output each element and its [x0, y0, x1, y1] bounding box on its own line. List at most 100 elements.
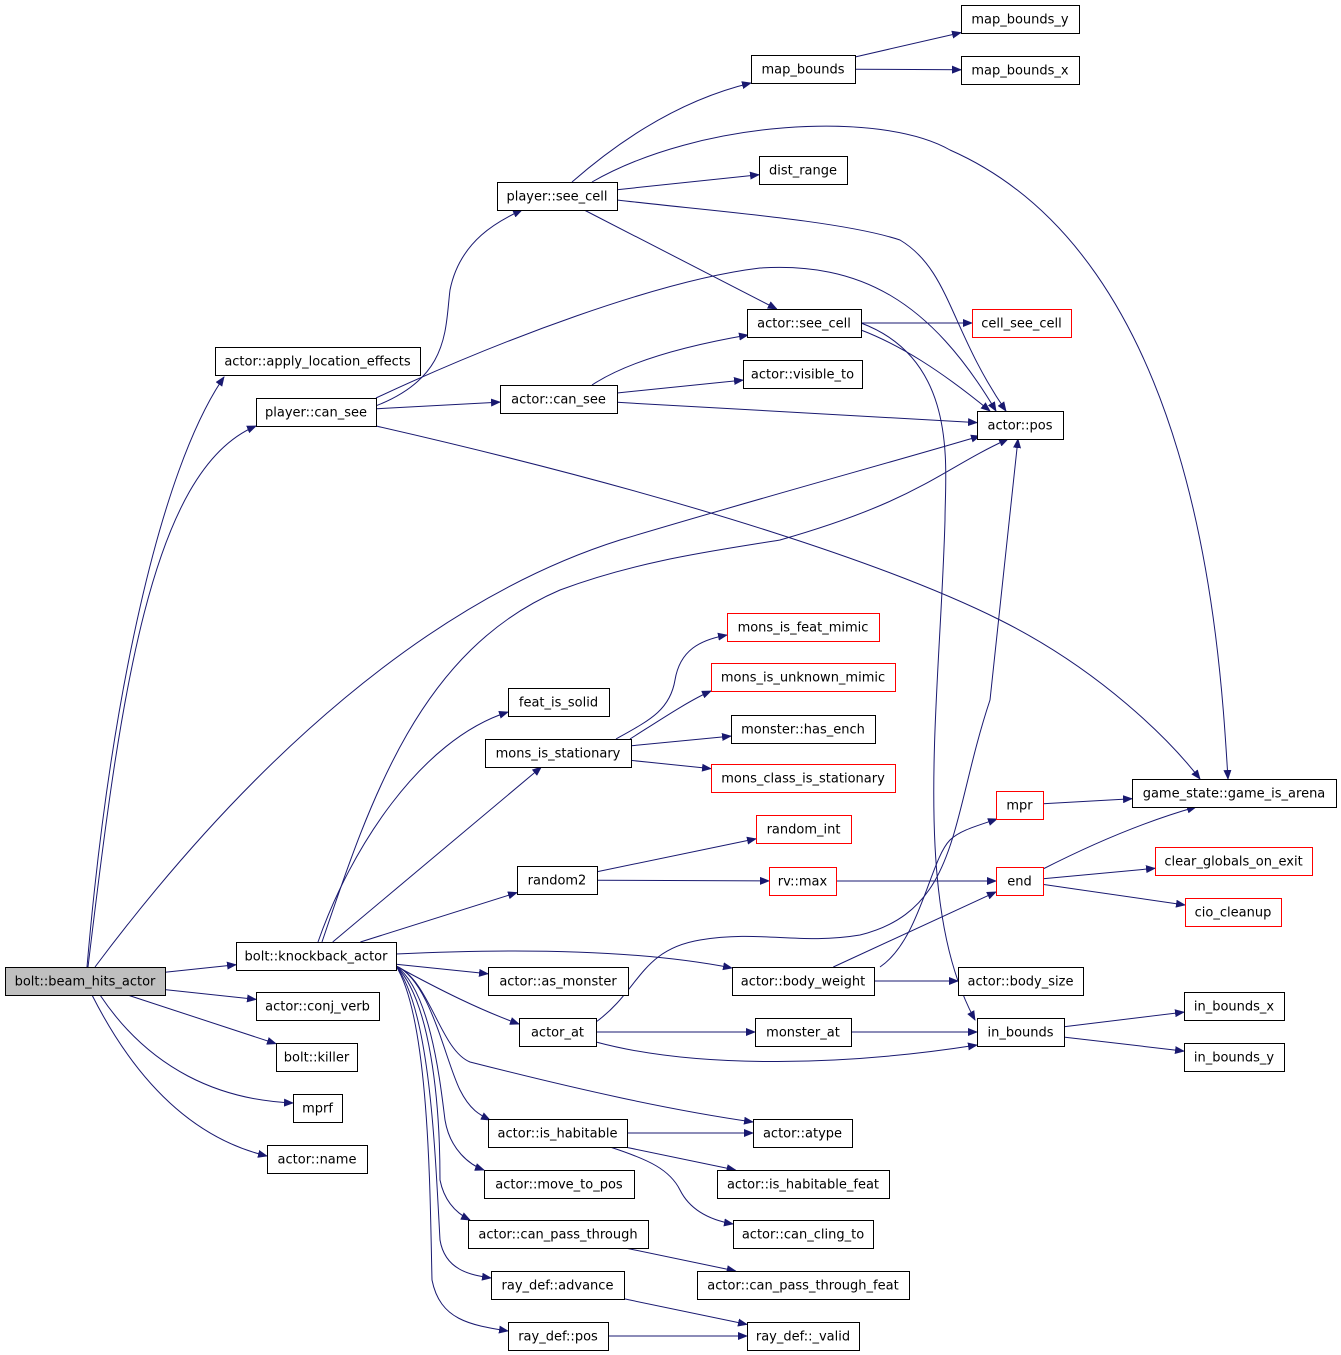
node-box[interactable]: [755, 1018, 852, 1047]
node-monster-at[interactable]: monster_at: [755, 1018, 852, 1047]
node-box[interactable]: [491, 1271, 625, 1300]
node-box[interactable]: [1155, 847, 1313, 876]
node-actor-visible-to[interactable]: actor::visible_to: [743, 360, 863, 389]
node-box[interactable]: [517, 866, 598, 895]
node-box[interactable]: [727, 613, 880, 642]
node-in-bounds-x[interactable]: in_bounds_x: [1184, 992, 1285, 1021]
node-box[interactable]: [5, 967, 166, 996]
node-map-bounds-x[interactable]: map_bounds_x: [961, 56, 1080, 85]
node-box[interactable]: [215, 347, 421, 376]
node-mprf[interactable]: mprf: [293, 1094, 343, 1123]
node-box[interactable]: [468, 1220, 649, 1249]
node-actor-body-weight[interactable]: actor::body_weight: [732, 967, 875, 996]
node-actor-atype[interactable]: actor::atype: [753, 1119, 853, 1148]
node-box[interactable]: [996, 867, 1044, 896]
node-monster-has-ench[interactable]: monster::has_ench: [731, 715, 876, 744]
node-box[interactable]: [236, 942, 397, 971]
node-box[interactable]: [267, 1145, 368, 1174]
node-random2[interactable]: random2: [517, 866, 598, 895]
node-actor-can-pass-through[interactable]: actor::can_pass_through: [468, 1220, 649, 1249]
node-box[interactable]: [977, 1018, 1065, 1047]
node-mons-is-stationary[interactable]: mons_is_stationary: [485, 739, 632, 768]
node-box[interactable]: [711, 764, 896, 793]
node-box[interactable]: [751, 55, 856, 84]
node-actor-pos[interactable]: actor::pos: [977, 411, 1064, 440]
node-game-is-arena[interactable]: game_state::game_is_arena: [1132, 779, 1337, 808]
node-box[interactable]: [756, 815, 852, 844]
node-box[interactable]: [972, 309, 1072, 338]
node-actor-move-to-pos[interactable]: actor::move_to_pos: [484, 1170, 635, 1199]
node-ray-def-valid[interactable]: ray_def::_valid: [747, 1322, 860, 1351]
node-player-can-see[interactable]: player::can_see: [256, 398, 377, 427]
node-cell-see-cell[interactable]: cell_see_cell: [972, 309, 1072, 338]
node-mpr[interactable]: mpr: [996, 791, 1044, 820]
node-box[interactable]: [488, 1119, 628, 1148]
node-box[interactable]: [732, 967, 875, 996]
node-box[interactable]: [977, 411, 1064, 440]
node-bolt-beam-hits-actor[interactable]: bolt::beam_hits_actor: [5, 967, 166, 996]
node-box[interactable]: [717, 1170, 890, 1199]
node-box[interactable]: [769, 867, 837, 896]
node-player-see-cell[interactable]: player::see_cell: [497, 182, 618, 211]
node-box[interactable]: [747, 1322, 860, 1351]
node-box[interactable]: [497, 182, 618, 211]
node-bolt-killer[interactable]: bolt::killer: [276, 1043, 358, 1072]
node-in-bounds[interactable]: in_bounds: [977, 1018, 1065, 1047]
node-ray-def-advance[interactable]: ray_def::advance: [491, 1271, 625, 1300]
node-map-bounds[interactable]: map_bounds: [751, 55, 856, 84]
node-ray-def-pos[interactable]: ray_def::pos: [508, 1322, 609, 1351]
node-actor-can-see[interactable]: actor::can_see: [500, 385, 618, 414]
node-map-bounds-y[interactable]: map_bounds_y: [961, 5, 1080, 34]
node-clear-globals-on-exit[interactable]: clear_globals_on_exit: [1155, 847, 1313, 876]
node-actor-see-cell[interactable]: actor::see_cell: [747, 309, 862, 338]
node-box[interactable]: [961, 5, 1080, 34]
node-box[interactable]: [747, 309, 862, 338]
node-actor-at[interactable]: actor_at: [519, 1018, 597, 1047]
node-box[interactable]: [1132, 779, 1337, 808]
node-box[interactable]: [733, 1220, 874, 1249]
node-bolt-knockback-actor[interactable]: bolt::knockback_actor: [236, 942, 397, 971]
node-rv-max[interactable]: rv::max: [769, 867, 837, 896]
node-box[interactable]: [996, 791, 1044, 820]
node-mons-is-unknown-mimic[interactable]: mons_is_unknown_mimic: [711, 663, 896, 692]
node-box[interactable]: [697, 1271, 910, 1300]
node-actor-conj-verb[interactable]: actor::conj_verb: [256, 992, 380, 1021]
node-dist-range[interactable]: dist_range: [759, 156, 848, 185]
node-box[interactable]: [508, 1322, 609, 1351]
node-actor-can-pass-through-feat[interactable]: actor::can_pass_through_feat: [697, 1271, 910, 1300]
node-actor-as-monster[interactable]: actor::as_monster: [488, 967, 629, 996]
node-mons-class-is-stationary[interactable]: mons_class_is_stationary: [711, 764, 896, 793]
node-actor-is-habitable-feat[interactable]: actor::is_habitable_feat: [717, 1170, 890, 1199]
node-random-int[interactable]: random_int: [756, 815, 852, 844]
node-box[interactable]: [508, 688, 610, 717]
node-box[interactable]: [276, 1043, 358, 1072]
node-feat-is-solid[interactable]: feat_is_solid: [508, 688, 610, 717]
node-in-bounds-y[interactable]: in_bounds_y: [1184, 1043, 1285, 1072]
node-cio-cleanup[interactable]: cio_cleanup: [1185, 898, 1282, 927]
node-box[interactable]: [484, 1170, 635, 1199]
node-actor-can-cling-to[interactable]: actor::can_cling_to: [733, 1220, 874, 1249]
node-actor-is-habitable[interactable]: actor::is_habitable: [488, 1119, 628, 1148]
node-box[interactable]: [961, 56, 1080, 85]
node-box[interactable]: [1184, 992, 1285, 1021]
node-box[interactable]: [488, 967, 629, 996]
node-mons-is-feat-mimic[interactable]: mons_is_feat_mimic: [727, 613, 880, 642]
node-box[interactable]: [958, 967, 1084, 996]
node-box[interactable]: [1185, 898, 1282, 927]
node-box[interactable]: [293, 1094, 343, 1123]
node-box[interactable]: [731, 715, 876, 744]
node-actor-apply-location-effects[interactable]: actor::apply_location_effects: [215, 347, 421, 376]
node-box[interactable]: [743, 360, 863, 389]
node-box[interactable]: [485, 739, 632, 768]
node-box[interactable]: [753, 1119, 853, 1148]
node-box[interactable]: [500, 385, 618, 414]
node-box[interactable]: [519, 1018, 597, 1047]
node-box[interactable]: [759, 156, 848, 185]
node-box[interactable]: [711, 663, 896, 692]
node-actor-body-size[interactable]: actor::body_size: [958, 967, 1084, 996]
node-end[interactable]: end: [996, 867, 1044, 896]
node-box[interactable]: [256, 992, 380, 1021]
node-box[interactable]: [256, 398, 377, 427]
node-actor-name[interactable]: actor::name: [267, 1145, 368, 1174]
node-box[interactable]: [1184, 1043, 1285, 1072]
